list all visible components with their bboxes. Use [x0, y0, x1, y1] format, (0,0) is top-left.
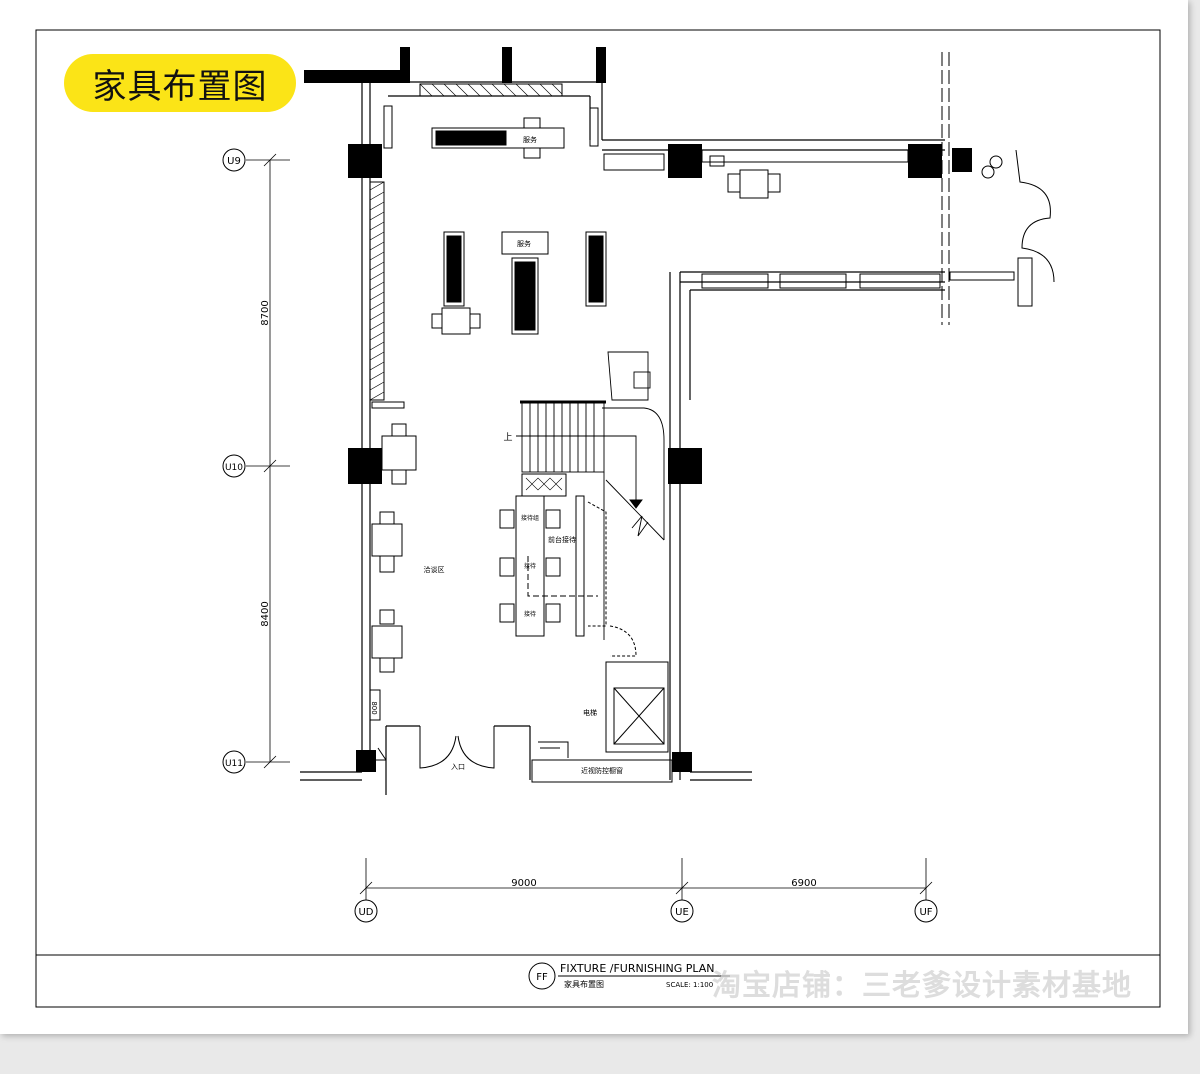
- grid-label-U10: U10: [225, 463, 243, 473]
- outer-frame: [35, 29, 1161, 1008]
- label-consult-1: 接待组: [521, 514, 539, 522]
- dim-vertical-lower: 8400: [260, 601, 271, 626]
- corridor-fixtures: [603, 149, 1055, 307]
- label-service-mid: 服务: [517, 239, 531, 248]
- label-side-vertical: 800: [370, 701, 378, 714]
- grid-label-UE: UE: [675, 907, 689, 918]
- grid-bubble-U11: U11: [222, 750, 246, 774]
- grid-bubble-UD: UD: [354, 899, 378, 923]
- top-service-desk: [431, 117, 565, 159]
- title-symbol: FF: [536, 972, 548, 983]
- label-elevator: 电梯: [583, 708, 597, 717]
- title-english: FIXTURE /FURNISHING PLAN: [560, 962, 715, 975]
- label-service-top: 服务: [523, 135, 537, 144]
- title-chinese: 家具布置图: [564, 979, 604, 989]
- grid-label-U9: U9: [227, 156, 241, 167]
- grid-bubble-U9: U9: [222, 148, 246, 172]
- window-display: [531, 741, 673, 783]
- label-waiting-area: 洽谈区: [424, 565, 445, 574]
- title-block: FF FIXTURE /FURNISHING PLAN 家具布置图 SCALE:…: [528, 962, 730, 990]
- elevator: [605, 661, 669, 753]
- label-stair-up: 上: [503, 432, 512, 443]
- grid-bubble-U10: U10: [222, 454, 246, 478]
- front-reception: [499, 473, 637, 657]
- structural-columns: [348, 144, 972, 772]
- entrance-doors: [376, 726, 495, 769]
- grid-label-UD: UD: [358, 907, 373, 918]
- label-consult-3: 接待: [524, 610, 536, 618]
- top-display-cabinet: [419, 83, 563, 97]
- grid-bubble-UE: UE: [670, 899, 694, 923]
- dim-horizontal-right: 6900: [791, 878, 816, 889]
- label-window-display: 近视防控橱窗: [581, 766, 623, 775]
- title-scale: SCALE: 1:100: [666, 981, 713, 989]
- dim-vertical-upper: 8700: [260, 300, 271, 325]
- floor-plan: U9 U10 U11 UD UE UF 8700 8400 9000 6900 …: [35, 29, 1161, 1008]
- watermark: 淘宝店铺：三老爹设计素材基地: [712, 968, 1133, 1002]
- grid-lines: [246, 153, 933, 900]
- plan-title-badge: 家具布置图: [64, 54, 296, 112]
- label-front-desk: 前台接待: [548, 535, 576, 544]
- waiting-furniture: [369, 401, 417, 721]
- grid-bubble-UF: UF: [914, 899, 938, 923]
- mid-display-units: [431, 231, 607, 335]
- drawing-sheet: U9 U10 U11 UD UE UF 8700 8400 9000 6900 …: [0, 0, 1188, 1034]
- grid-label-UF: UF: [919, 907, 932, 918]
- plan-title: 家具布置图: [92, 66, 268, 107]
- label-entrance: 入口: [451, 763, 465, 771]
- left-wall-shelving: [369, 105, 599, 401]
- staircase: [516, 351, 665, 640]
- grid-label-U11: U11: [225, 759, 243, 769]
- label-consult-2: 接待: [524, 562, 536, 570]
- glass-partition: [941, 52, 950, 325]
- dim-horizontal-left: 9000: [511, 878, 536, 889]
- top-wall-fills: [304, 47, 606, 83]
